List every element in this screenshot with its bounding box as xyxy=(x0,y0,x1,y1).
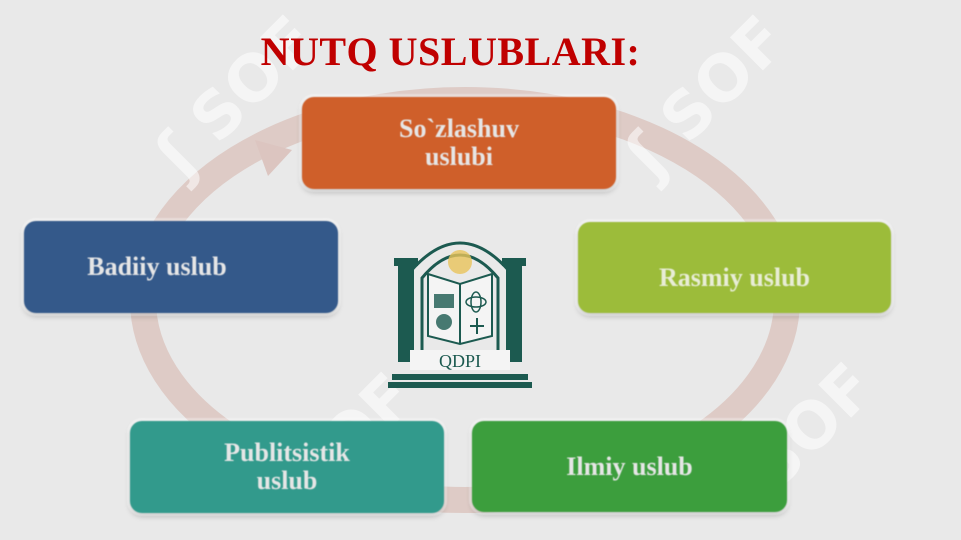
style-label: Ilmiy uslub xyxy=(566,451,693,481)
logo-label: QDPI xyxy=(439,351,481,371)
style-label: So`zlashuv uslubi xyxy=(399,114,519,171)
page-title: NUTQ USLUBLARI: xyxy=(0,28,961,75)
style-box-sozlashuv: So`zlashuv uslubi xyxy=(302,97,616,189)
style-box-ilmiy: Ilmiy uslub xyxy=(472,421,787,512)
style-label: Badiiy uslub xyxy=(87,252,227,281)
cycle-arrowhead-icon xyxy=(255,140,292,176)
style-label: Publitsistik uslub xyxy=(224,438,350,495)
style-box-badiiy: Badiiy uslub xyxy=(24,221,338,313)
style-box-publitsistik: Publitsistik uslub xyxy=(130,421,444,513)
style-box-rasmiy: Rasmiy uslub xyxy=(578,222,891,313)
title-text: NUTQ USLUBLARI: xyxy=(260,29,641,74)
style-label: Rasmiy uslub xyxy=(659,262,810,292)
university-emblem-icon: QDPI xyxy=(388,241,532,388)
